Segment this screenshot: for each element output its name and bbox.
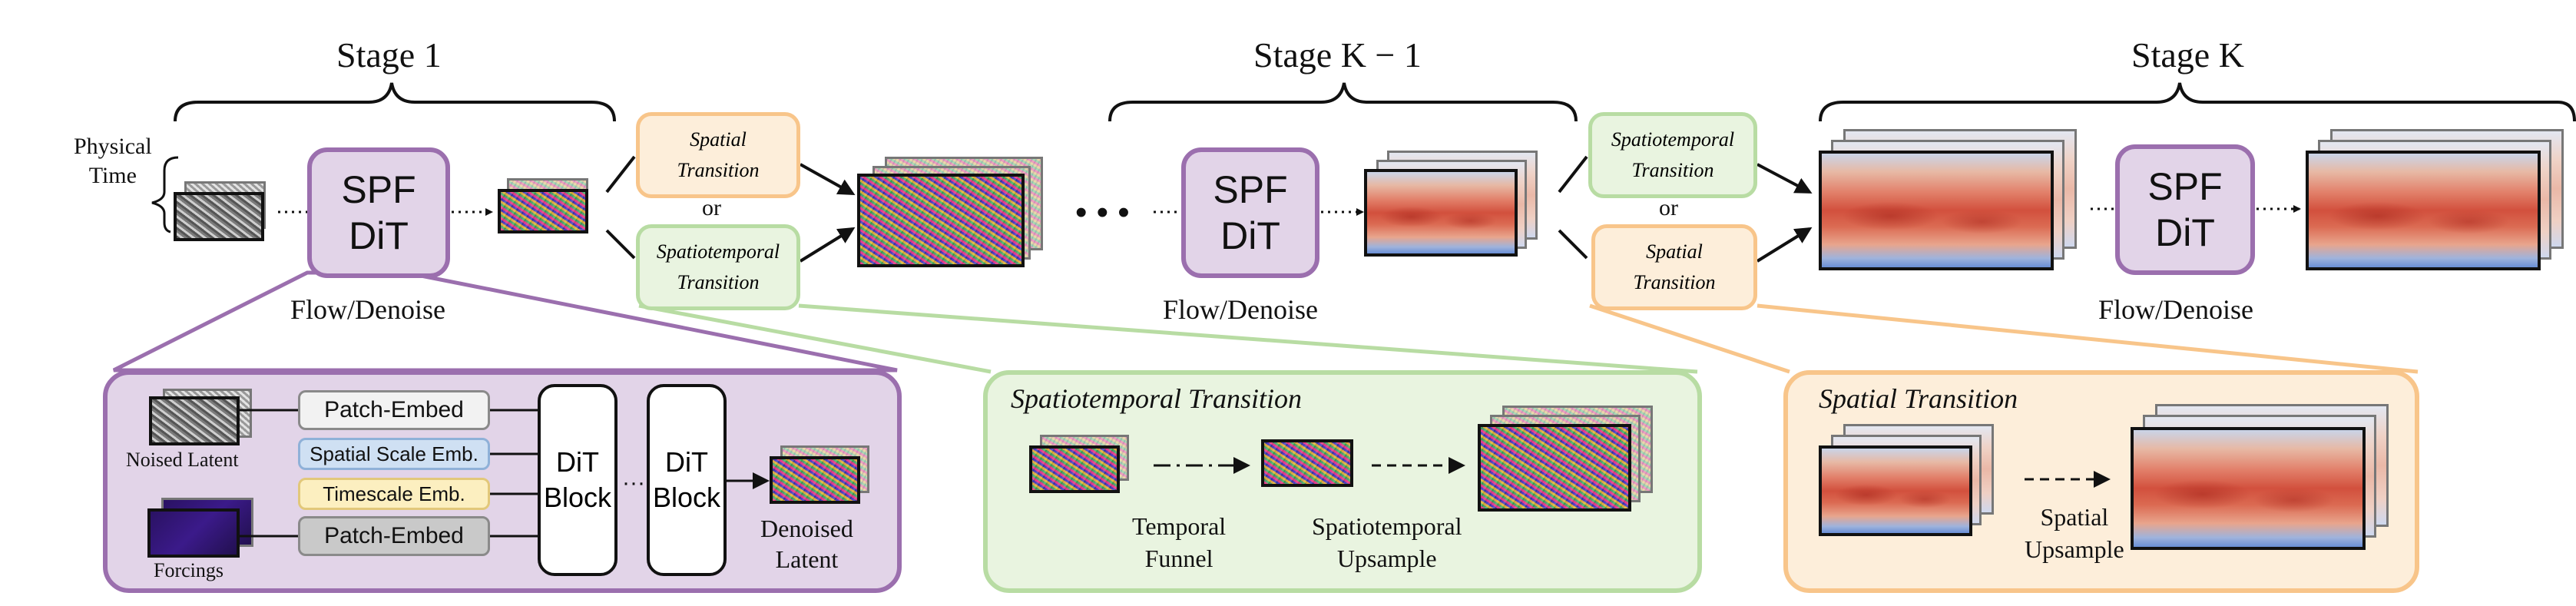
- dit-block-last: DiT Block: [647, 384, 727, 576]
- or-label-stage1: or: [702, 195, 721, 220]
- flow-denoise-label-stage1: Flow/Denoise: [290, 294, 445, 325]
- flow-denoise-label-stage-k: Flow/Denoise: [2098, 294, 2253, 325]
- input-noise: [174, 192, 264, 241]
- spf-dit-block-stage1: SPF DiT: [307, 147, 450, 278]
- spatial-scale-embedding-block: Spatial Scale Emb.: [298, 438, 490, 470]
- dit-block-first: DiT Block: [538, 384, 618, 576]
- spatial-transition-box-stage1: Spatial Transition: [636, 112, 800, 198]
- branch-line: [1558, 229, 1588, 260]
- zoom-orange-line: [1589, 303, 1790, 374]
- weather-field-stack-k-minus-1: [1364, 169, 1518, 257]
- physical-time-brace: [151, 156, 179, 233]
- forcings-label: Forcings: [154, 559, 223, 581]
- spatiotemporal-upsample-label: Spatiotemporal Upsample: [1312, 512, 1462, 572]
- temporal-funnel-label: Temporal Funnel: [1132, 512, 1227, 572]
- branch-arrow: [799, 227, 856, 263]
- stage1-brace: [174, 82, 616, 122]
- branch-arrow: [1757, 163, 1813, 194]
- sp-input-stack: [1819, 445, 1972, 536]
- zoom-green-line: [798, 303, 1698, 374]
- forcings-thumb: [147, 508, 240, 558]
- noised-latent-label: Noised Latent: [126, 449, 239, 471]
- spf-dit-block-stage-k-minus-1: SPF DiT: [1181, 147, 1319, 278]
- sp-output-stack: [2131, 427, 2366, 550]
- upsampled-latent-stack: [857, 174, 1025, 267]
- physical-time-label: Physical Time: [74, 134, 152, 188]
- noised-latent-thumb: [149, 396, 240, 445]
- spatiotemporal-panel-title: Spatiotemporal Transition: [1011, 383, 1303, 414]
- branch-line: [605, 155, 636, 194]
- stage-k1-brace: [1108, 82, 1578, 122]
- latent-output: [498, 189, 588, 233]
- branch-arrow: [1756, 227, 1813, 263]
- stage-k-minus-1-label: Stage K − 1: [1253, 35, 1422, 75]
- zoom-green-line: [638, 303, 992, 374]
- or-label-stage-k-minus-1: or: [1659, 195, 1678, 220]
- branch-line: [605, 229, 636, 260]
- branch-line: [1558, 155, 1588, 194]
- spatial-panel-title: Spatial Transition: [1819, 383, 2018, 414]
- stage-k-brace: [1819, 82, 2576, 122]
- spatiotemporal-transition-box-stage-k-minus-1: Spatiotemporal Transition: [1588, 112, 1757, 198]
- spatial-upsample-label: Spatial Upsample: [2025, 503, 2124, 563]
- flow-denoise-label-stage-k-minus-1: Flow/Denoise: [1163, 294, 1318, 325]
- st-input-thumb: [1029, 445, 1120, 493]
- spatiotemporal-transition-box-stage1: Spatiotemporal Transition: [636, 224, 800, 310]
- st-funnel-output-thumb: [1261, 439, 1353, 487]
- timescale-embedding-block: Timescale Emb.: [298, 478, 490, 510]
- zoom-orange-line: [1757, 303, 2419, 374]
- spf-dit-block-stage-k: SPF DiT: [2115, 144, 2255, 275]
- weather-field-stack-k-input: [1819, 151, 2054, 270]
- branch-arrow: [800, 163, 856, 195]
- denoised-latent-label: Denoised Latent: [760, 515, 853, 573]
- weather-field-stack-k-output: [2306, 151, 2541, 270]
- patch-embed-block-top: Patch-Embed: [298, 390, 490, 430]
- denoised-latent-thumb: [770, 456, 860, 504]
- spatial-transition-box-stage-k-minus-1: Spatial Transition: [1591, 224, 1757, 310]
- ellipsis: • • •: [1075, 194, 1130, 231]
- st-upsample-output-stack: [1478, 424, 1631, 512]
- stage-k-label: Stage K: [2131, 35, 2244, 75]
- patch-embed-block-bottom: Patch-Embed: [298, 516, 490, 556]
- dit-ellipsis: ···: [622, 470, 645, 495]
- stage-1-label: Stage 1: [336, 35, 442, 75]
